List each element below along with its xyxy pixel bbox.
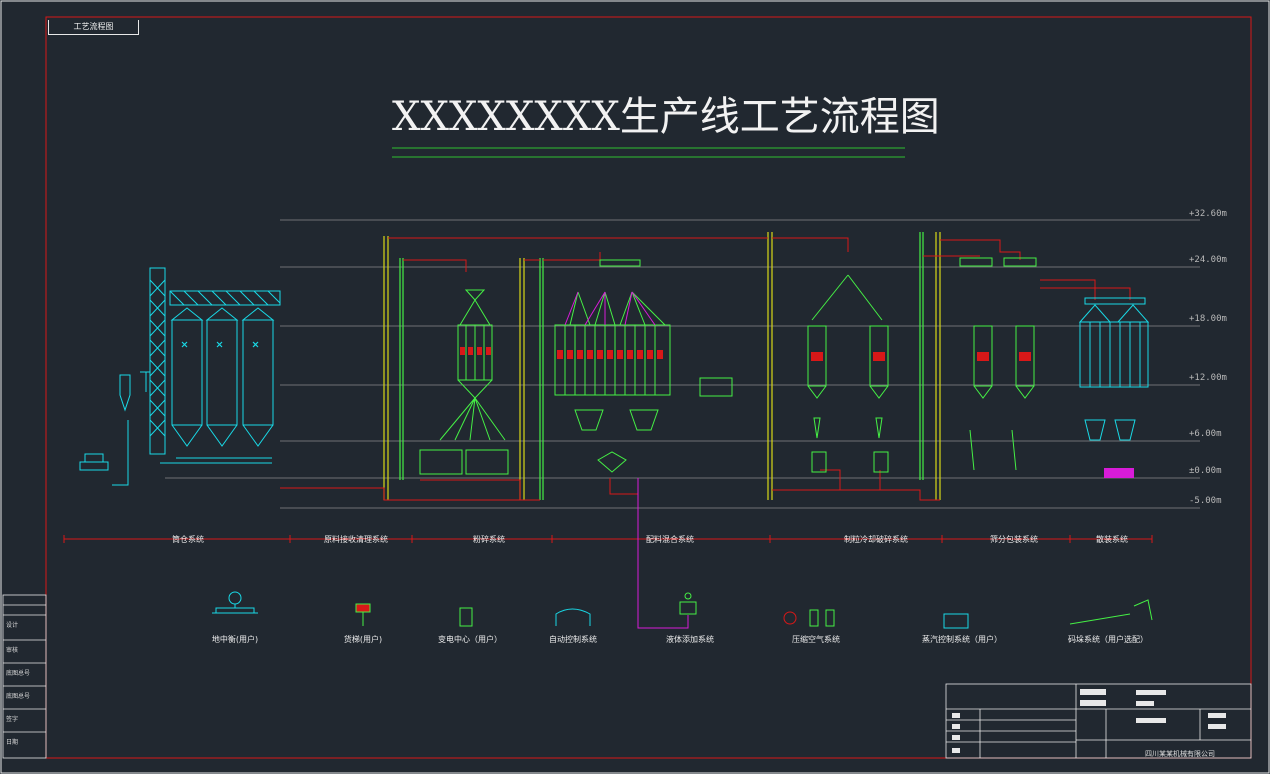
liquid-system-icon <box>679 592 697 615</box>
control-system-icon <box>555 608 591 626</box>
level-label: ±0.00m <box>1189 466 1222 476</box>
equipment-label: 压缩空气系统 <box>792 635 840 644</box>
company-name: 四川某某机械有限公司 <box>1145 750 1215 758</box>
side-label: 审核 <box>6 647 19 654</box>
side-label: 日期 <box>6 739 19 746</box>
compressor-icon <box>783 609 835 627</box>
title-block <box>945 683 1252 759</box>
equipment-label: 码垛系统（用户选配） <box>1068 635 1148 644</box>
elevation-lines <box>165 219 1200 509</box>
equipment-label: 地中衡(用户) <box>211 635 259 644</box>
side-label: 底图总号 <box>6 693 31 700</box>
bulk-bins <box>1078 297 1150 441</box>
packing-bins <box>959 257 1037 471</box>
section-label: 制粒冷却破碎系统 <box>844 535 908 544</box>
pelleting-bins <box>807 274 889 473</box>
level-label: +24.00m <box>1189 255 1227 265</box>
section-label: 筛分包装系统 <box>990 535 1038 544</box>
equipment-label: 变电中心（用户） <box>438 635 502 644</box>
steam-system-icon <box>943 613 969 629</box>
equipment-label: 蒸汽控制系统（用户） <box>922 635 1002 644</box>
equipment-label: 货梯(用户) <box>343 635 383 644</box>
scale-icon <box>212 591 258 614</box>
level-label: -5.00m <box>1189 496 1222 506</box>
level-label: +32.60m <box>1189 209 1227 219</box>
level-label: +18.00m <box>1189 314 1227 324</box>
section-label: 粉碎系统 <box>473 535 505 544</box>
bucket-elevators <box>383 232 941 500</box>
equipment-label: 液体添加系统 <box>666 635 714 644</box>
palletizer-icon <box>1069 599 1153 625</box>
section-label: 配料混合系统 <box>646 535 694 544</box>
side-label: 设计 <box>6 622 19 629</box>
drawing-tab-label: 工艺流程图 <box>48 20 139 35</box>
conveying-pipes <box>280 237 1131 501</box>
left-side-strip <box>2 594 47 759</box>
section-divider <box>63 535 1153 543</box>
section-label: 散装系统 <box>1096 535 1128 544</box>
level-label: +12.00m <box>1189 373 1227 383</box>
liquid-line <box>637 478 689 629</box>
bulk-truck <box>1104 468 1134 478</box>
silo-system <box>79 267 281 486</box>
drawing-frame <box>45 16 1252 759</box>
section-label: 筒仓系统 <box>172 535 204 544</box>
drawing-title: XXXXXXXX生产线工艺流程图 <box>392 94 940 140</box>
side-label: 底图总号 <box>6 670 31 677</box>
title-block-fills <box>952 689 1226 753</box>
grinding-bins <box>419 289 509 475</box>
equipment-label: 自动控制系统 <box>549 635 597 644</box>
batching-bins <box>554 259 733 629</box>
elevator-icon <box>355 603 371 626</box>
section-label: 原料接收清理系统 <box>324 535 388 544</box>
equipment-icons <box>212 591 1153 629</box>
level-label: +6.00m <box>1189 429 1222 439</box>
side-label: 签字 <box>6 716 19 723</box>
substation-icon <box>459 607 473 627</box>
